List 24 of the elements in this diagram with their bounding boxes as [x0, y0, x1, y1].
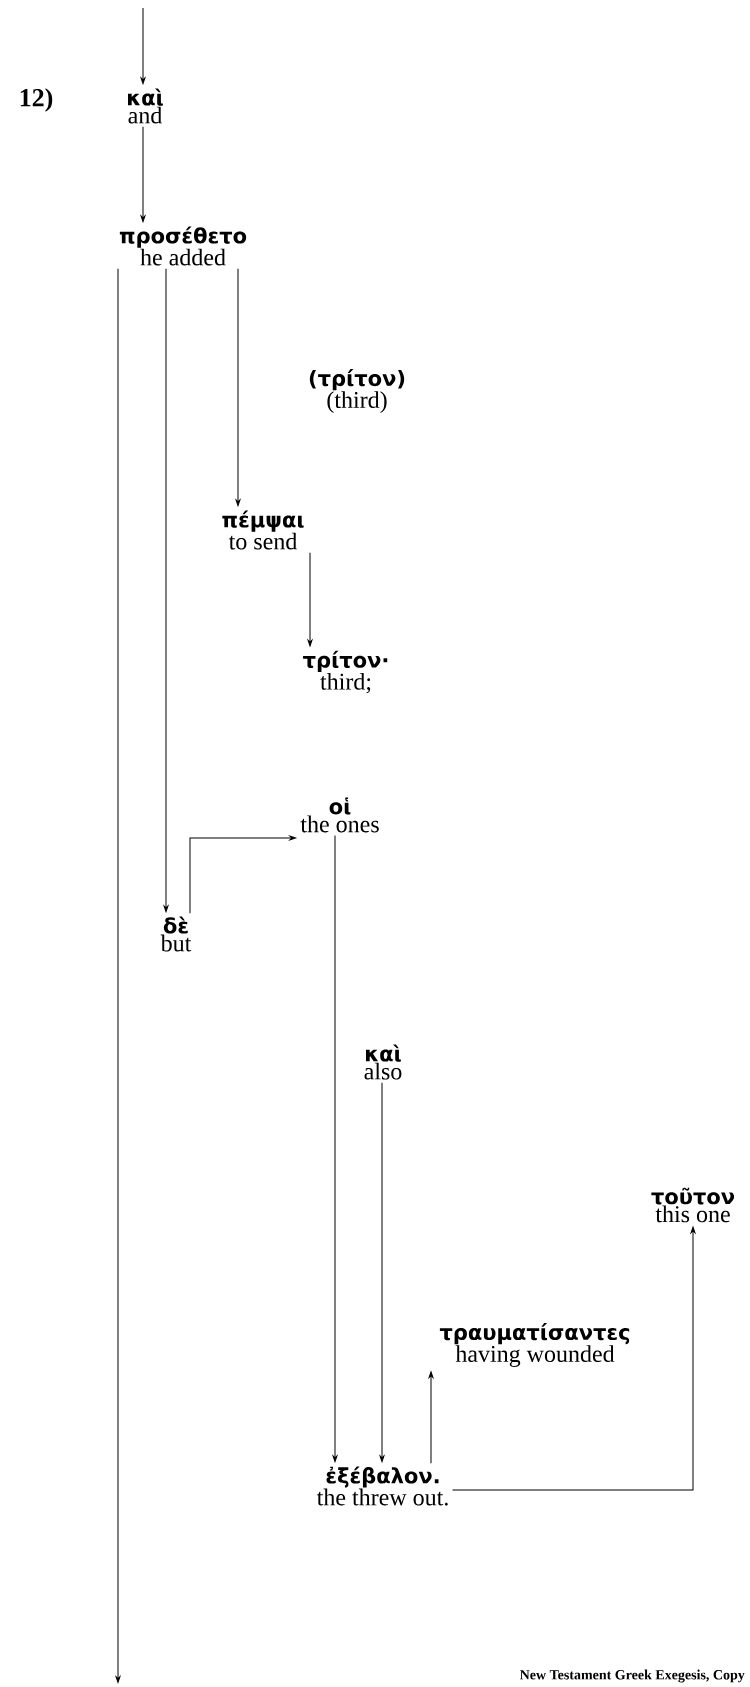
arrow	[140, 7, 146, 85]
gloss-word: οἱ the ones	[300, 797, 379, 833]
arrow	[115, 268, 121, 1683]
gloss-word: ἐξέβαλον. the threw out.	[316, 1466, 448, 1506]
arrow	[332, 835, 338, 1463]
arrow	[140, 126, 146, 223]
arrow	[307, 552, 313, 647]
arrow	[189, 835, 297, 914]
line-number: 12)	[20, 88, 53, 112]
gloss-word: (τρίτον) (third)	[309, 369, 405, 413]
gloss-word: τραυματίσαντες having wounded	[439, 1323, 630, 1367]
arrow	[235, 268, 241, 507]
gloss-word: καὶ also	[364, 1044, 402, 1080]
arrow	[163, 268, 169, 913]
footer-text: New Testament Greek Exegesis, Copy	[519, 1669, 745, 1683]
gloss-word: τρίτον· third;	[303, 650, 388, 694]
arrow	[452, 1226, 696, 1491]
gloss-word: δὲ but	[160, 916, 192, 952]
gloss-word: προσέθετο he added	[119, 226, 247, 266]
arrow	[379, 1082, 385, 1463]
arrow	[428, 1371, 434, 1464]
gloss-word: πέμψαι to send	[222, 510, 304, 550]
gloss-word: καὶ and	[128, 88, 163, 124]
gloss-word: τοῦτον this one	[651, 1187, 735, 1223]
